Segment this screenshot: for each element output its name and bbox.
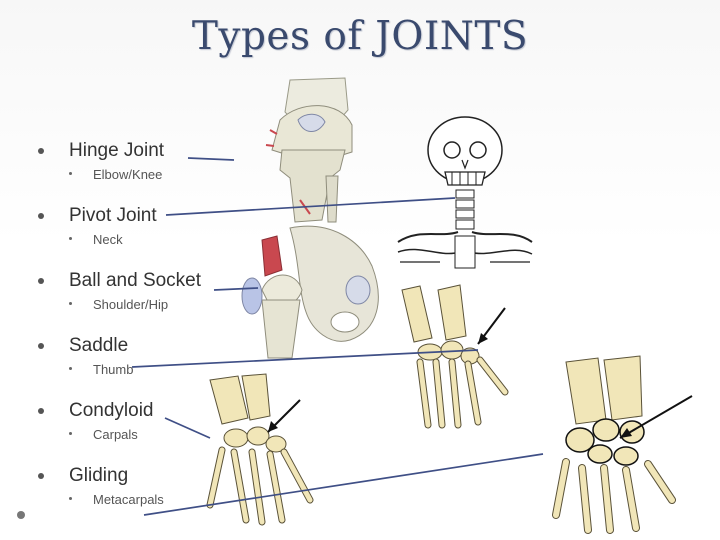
slide-title: Types of JOINTS bbox=[191, 14, 529, 59]
joint-example-text: Metacarpals bbox=[93, 492, 164, 507]
connector-pivot bbox=[165, 197, 456, 216]
hip-joint-image bbox=[241, 225, 379, 359]
neck-skeleton-image bbox=[397, 116, 533, 269]
thumb-wrist-image bbox=[401, 284, 509, 429]
connector-condyloid bbox=[164, 417, 211, 439]
bullet-dot bbox=[38, 148, 44, 154]
joint-name: Hinge Joint bbox=[69, 140, 165, 161]
knee-joint-image bbox=[265, 77, 353, 223]
sub-bullet-dot bbox=[69, 432, 72, 435]
joint-name: Condyloid bbox=[69, 400, 154, 421]
carpal-wrist-image bbox=[206, 373, 314, 526]
joint-example-text: Carpals bbox=[93, 427, 138, 442]
joint-example-text: Elbow/Knee bbox=[93, 167, 163, 182]
bullet-dot bbox=[38, 278, 44, 284]
joint-example-text: Thumb bbox=[93, 362, 134, 377]
joint-name: Saddle bbox=[69, 335, 129, 356]
empty-bullet-dot bbox=[17, 511, 25, 519]
joint-name: Gliding bbox=[69, 465, 129, 486]
gliding-wrist-image bbox=[552, 355, 693, 534]
bullet-dot bbox=[38, 343, 44, 349]
connector-ball-socket bbox=[213, 287, 259, 291]
sub-bullet-dot bbox=[69, 497, 72, 500]
bullet-dot bbox=[38, 473, 44, 479]
joint-example-text: Neck bbox=[93, 232, 123, 247]
sub-bullet-dot bbox=[69, 302, 72, 305]
joint-example-text: Shoulder/Hip bbox=[93, 297, 169, 312]
connector-gliding bbox=[143, 453, 544, 516]
connector-hinge bbox=[187, 157, 235, 161]
sub-bullet-dot bbox=[69, 367, 72, 370]
sub-bullet-dot bbox=[69, 237, 72, 240]
bullet-dot bbox=[38, 408, 44, 414]
joint-name: Ball and Socket bbox=[69, 270, 202, 291]
connector-lines bbox=[131, 157, 544, 516]
bullet-dot bbox=[38, 213, 44, 219]
connector-saddle bbox=[131, 349, 479, 368]
sub-bullet-dot bbox=[69, 172, 72, 175]
joint-name: Pivot Joint bbox=[69, 205, 157, 226]
